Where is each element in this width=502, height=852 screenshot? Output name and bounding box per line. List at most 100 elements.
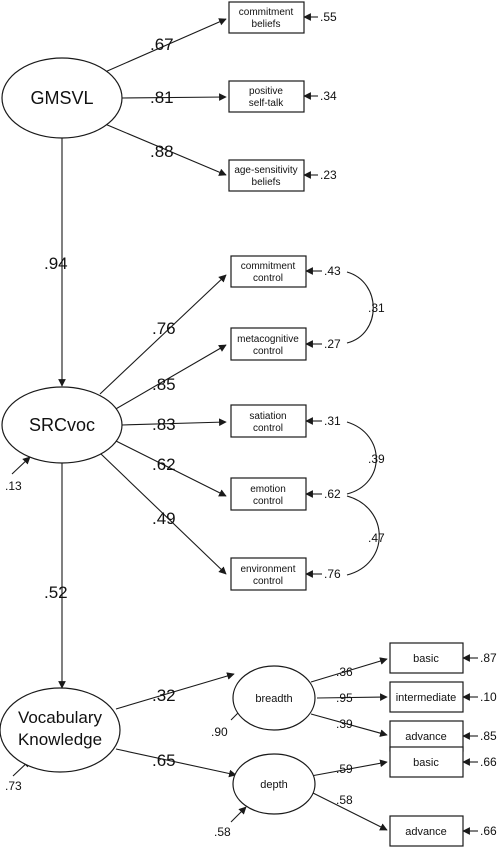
label-emotion-control-2: control (253, 496, 283, 507)
path-vocab-to-breadth (115, 672, 235, 710)
path-gmsvl-age-sensitivity (104, 123, 227, 176)
label-metacognitive-control-1: metacognitive (237, 334, 299, 345)
err-breadth: .90 (211, 725, 228, 739)
path-breadth-intermediate (316, 693, 388, 701)
path-src-emotion-control (113, 439, 227, 497)
latent-breadth (232, 665, 316, 731)
err-arrow-depth (230, 806, 247, 823)
err-age-sensitivity: .23 (320, 168, 337, 182)
box-breadth-intermediate (389, 681, 464, 713)
box-metacognitive-control (230, 327, 307, 361)
err-vocab: .73 (5, 779, 22, 793)
label-depth-advance: advance (405, 826, 447, 838)
err-depth: .58 (214, 825, 231, 839)
err-satiation-control: .31 (324, 414, 341, 428)
path-gmsvl-positive-self-talk (120, 93, 227, 101)
label-positive-self-talk-1: positive (249, 86, 283, 97)
label-breadth-advance: advance (405, 731, 447, 743)
cov-curve-emotion-environment (346, 495, 380, 576)
cov-commitment-metacognitive: .31 (368, 301, 385, 315)
label-satiation-control-2: control (253, 423, 283, 434)
coef-src-environment: .49 (152, 509, 176, 528)
label-commitment-beliefs-1: commitment (239, 7, 294, 18)
coef-src-metacognitive: .85 (152, 375, 176, 394)
coef-depth-basic: .59 (336, 762, 353, 776)
label-breadth: breadth (255, 693, 292, 705)
path-gmsvl-commitment-beliefs (104, 18, 227, 73)
label-age-sensitivity-2: beliefs (252, 177, 281, 188)
label-depth-basic: basic (413, 757, 439, 769)
path-src-environment-control (100, 453, 227, 575)
label-vocab-line1: Vocabulary (18, 708, 103, 727)
coef-breadth-intermediate: .95 (336, 691, 353, 705)
err-metacognitive-control: .27 (324, 337, 341, 351)
err-srcvoc: .13 (5, 479, 22, 493)
coef-breadth-advance: .39 (336, 717, 353, 731)
box-commitment-control (230, 255, 307, 288)
err-commitment-beliefs: .55 (320, 10, 337, 24)
label-depth: depth (260, 779, 288, 791)
label-commitment-control-1: commitment (241, 261, 296, 272)
box-environment-control (230, 557, 307, 591)
path-depth-advance (310, 791, 388, 831)
label-environment-control-1: environment (240, 564, 295, 575)
label-metacognitive-control-2: control (253, 346, 283, 357)
err-environment-control: .76 (324, 567, 341, 581)
box-commitment-beliefs (228, 1, 305, 34)
coef-src-to-vocab: .52 (44, 583, 68, 602)
box-breadth-basic (389, 642, 464, 674)
coef-depth-advance: .58 (336, 793, 353, 807)
box-satiation-control (230, 404, 307, 438)
label-breadth-intermediate: intermediate (396, 692, 457, 704)
label-vocab-line2: Knowledge (18, 730, 102, 749)
err-breadth-advance: .85 (480, 729, 497, 743)
err-commitment-control: .43 (324, 264, 341, 278)
label-emotion-control-1: emotion (250, 484, 286, 495)
err-emotion-control: .62 (324, 487, 341, 501)
path-vocab-to-depth (115, 748, 237, 778)
label-positive-self-talk-2: self-talk (249, 98, 284, 109)
path-src-satiation-control (121, 418, 227, 427)
cov-satiation-emotion: .39 (368, 452, 385, 466)
box-depth-basic (389, 746, 464, 778)
err-depth-advance: .66 (480, 824, 497, 838)
label-satiation-control-1: satiation (249, 411, 286, 422)
label-gmsvl: GMSVL (30, 88, 93, 108)
label-environment-control-2: control (253, 576, 283, 587)
cov-curve-satiation-emotion (346, 421, 377, 495)
latent-vocabulary-knowledge (0, 687, 121, 773)
cov-curve-commitment-metacognitive (346, 271, 374, 344)
coef-breadth-basic: .36 (336, 665, 353, 679)
label-breadth-basic: basic (413, 653, 439, 665)
path-depth-basic (310, 759, 388, 777)
coef-src-commitment: .76 (152, 319, 176, 338)
latent-srcvoc (1, 386, 123, 464)
coef-gmsvl-to-src: .94 (44, 254, 68, 273)
label-commitment-control-2: control (253, 273, 283, 284)
err-breadth-intermediate: .10 (480, 690, 497, 704)
path-breadth-basic (310, 657, 388, 683)
path-src-metacognitive-control (113, 344, 227, 411)
coef-gmsvl-age: .88 (150, 142, 174, 161)
box-emotion-control (230, 477, 307, 511)
coef-gmsvl-commitment: .67 (150, 35, 174, 54)
box-depth-advance (389, 815, 464, 847)
cov-emotion-environment: .47 (368, 531, 385, 545)
coef-vocab-breadth: .32 (152, 686, 176, 705)
err-arrow-srcvoc (11, 456, 31, 475)
coef-src-emotion: .62 (152, 455, 176, 474)
coef-gmsvl-positive: .81 (150, 88, 174, 107)
path-src-commitment-control (99, 274, 227, 395)
box-age-sensitivity-beliefs (228, 159, 305, 192)
err-depth-basic: .66 (480, 755, 497, 769)
box-positive-self-talk (228, 80, 305, 113)
label-age-sensitivity-1: age-sensitivity (234, 165, 297, 176)
coef-src-satiation: .83 (152, 415, 176, 434)
latent-depth (232, 753, 316, 815)
path-breadth-advance (310, 713, 388, 737)
err-breadth-basic: .87 (480, 651, 497, 665)
latent-gmsvl (1, 57, 123, 139)
label-commitment-beliefs-2: beliefs (252, 19, 281, 30)
coef-vocab-depth: .65 (152, 751, 176, 770)
